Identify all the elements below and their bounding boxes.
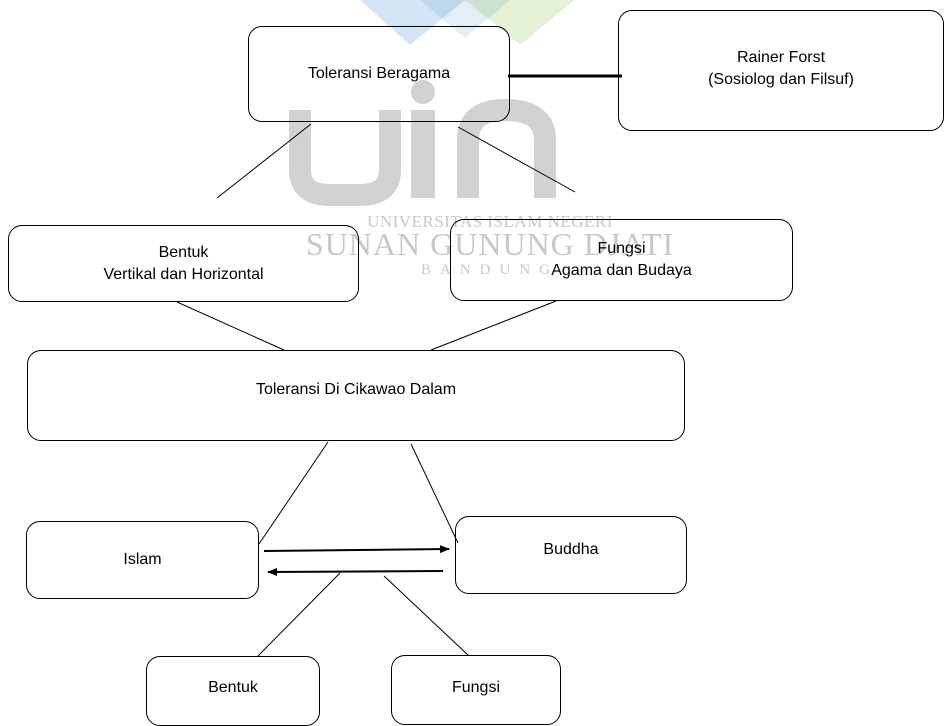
node-label-line-1: Rainer Forst (736, 49, 826, 66)
node-label: Toleransi Beragama (307, 65, 451, 83)
node-fungsi-bottom: Fungsi (391, 655, 561, 725)
connector-arrows-fungsi (383, 575, 469, 656)
node-label: Fungsi (451, 679, 501, 696)
connector-cikawao-buddha (410, 443, 459, 544)
node-label-line-1: Bentuk (158, 243, 209, 261)
node-rainer-forst: Rainer Forst (Sosiolog dan Filsuf) (618, 10, 944, 131)
connector-bentuk-cikawao (176, 301, 285, 351)
node-bentuk-top: Bentuk Vertikal dan Horizontal (8, 225, 359, 302)
node-label: Islam (123, 551, 162, 569)
node-label: Bentuk (208, 679, 258, 696)
arrow-buddha-to-islam (267, 567, 444, 576)
arrow-islam-to-buddha (263, 545, 450, 554)
node-label-line-1: Fungsi (597, 240, 646, 258)
node-toleransi-beragama: Toleransi Beragama (248, 26, 510, 122)
connector-beragama-left (216, 123, 312, 199)
connector-beragama-right (457, 126, 576, 193)
node-label: Toleransi Di Cikawao Dalam (255, 381, 457, 398)
node-buddha: Buddha (455, 516, 687, 594)
node-label: Buddha (543, 541, 599, 558)
connector-cikawao-islam (258, 441, 329, 545)
connector-fungsi-cikawao (430, 300, 557, 351)
node-label-line-2: Vertikal dan Horizontal (103, 265, 264, 283)
node-fungsi-top: Fungsi Agama dan Budaya (450, 219, 793, 301)
node-islam: Islam (26, 521, 259, 599)
connector-arrows-bentuk (257, 572, 341, 657)
node-label-line-2: Agama dan Budaya (551, 262, 692, 279)
node-label-line-2: (Sosiolog dan Filsuf) (708, 70, 854, 88)
node-toleransi-cikawao: Toleransi Di Cikawao Dalam (27, 350, 685, 441)
